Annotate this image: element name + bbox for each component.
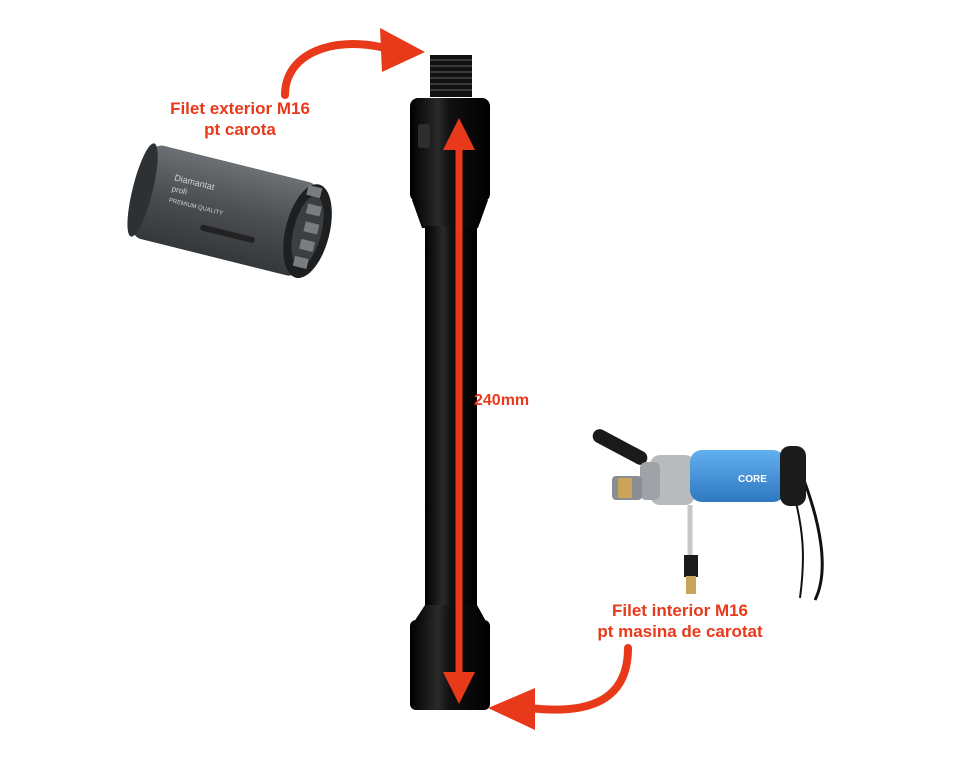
external-thread-label-line1: Filet exterior M16 bbox=[170, 99, 310, 118]
extension-rod bbox=[410, 55, 490, 710]
internal-thread-label: Filet interior M16 pt masina de carotat bbox=[580, 600, 780, 642]
external-thread-label-line2: pt carota bbox=[204, 120, 276, 139]
dimension-label: 240mm bbox=[474, 392, 530, 409]
curved-arrow-bottom bbox=[488, 644, 632, 730]
drill-brand-text: CORE bbox=[738, 474, 767, 485]
internal-thread-label-line2: pt masina de carotat bbox=[597, 622, 763, 641]
core-bit-image: Diamantat profi PREMIUM QUALITY bbox=[127, 143, 332, 278]
internal-thread-label-line1: Filet interior M16 bbox=[611, 601, 749, 620]
curved-arrow-top bbox=[281, 28, 425, 99]
external-thread-label: Filet exterior M16 pt carota bbox=[155, 98, 325, 140]
core-drill-image: CORE bbox=[592, 429, 824, 601]
dimension-arrow bbox=[443, 118, 475, 704]
core-bit-line2-text: profi bbox=[171, 184, 188, 197]
